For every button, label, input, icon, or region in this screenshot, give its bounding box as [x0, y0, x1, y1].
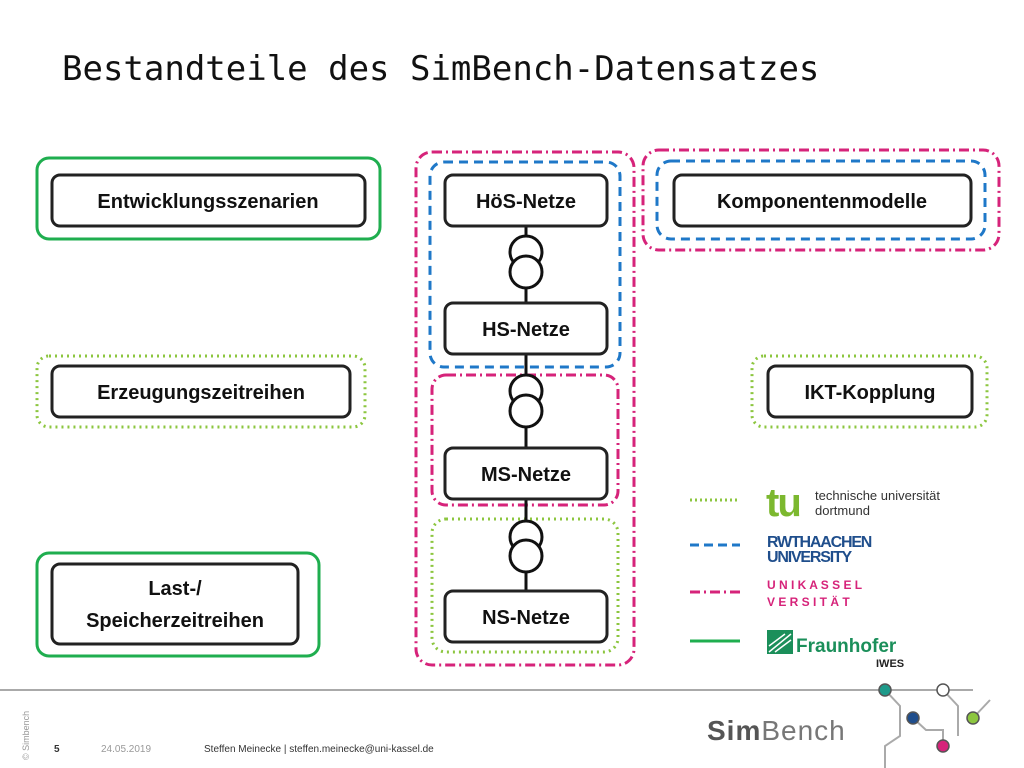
- tu-name-line1: technische universität: [815, 488, 940, 503]
- rwth-aachen-logo: RWTHAACHEN UNIVERSITY: [767, 534, 873, 566]
- network-node-icon: [966, 711, 980, 725]
- green-solid-frame-entwicklung: [35, 156, 382, 241]
- footer-copyright: © Simbench: [21, 711, 31, 760]
- label-komponentenmodelle: Komponentenmodelle: [717, 191, 927, 213]
- magenta-dashdot-frame-komponenten: [641, 148, 1001, 252]
- label-ikt-kopplung: IKT-Kopplung: [804, 382, 935, 404]
- magenta-dashdot-frame-outer: [414, 150, 636, 667]
- simbench-network-logo: [855, 683, 991, 768]
- label-ms-netze: MS-Netze: [481, 464, 571, 486]
- box-ikt-kopplung: [766, 364, 974, 419]
- green-solid-frame-last: [35, 551, 321, 658]
- box-last-speicherzeitreihen: [50, 562, 300, 646]
- footer-date: 24.05.2019: [101, 744, 151, 755]
- blue-dashed-frame-komponenten: [655, 159, 987, 241]
- network-node-icon: [906, 711, 920, 725]
- network-node-icon: [936, 683, 950, 697]
- box-erzeugungszeitreihen: [50, 364, 352, 419]
- uni-kassel-logo: U N I K A S S E L V E R S I T Ä T: [767, 578, 862, 609]
- blue-dashed-frame-hoes-hs: [428, 160, 622, 369]
- label-erzeugungszeitreihen: Erzeugungszeitreihen: [97, 382, 305, 404]
- footer-page-number: 5: [54, 744, 60, 755]
- transformer-icon: [508, 519, 544, 574]
- box-ns-netze: [443, 589, 609, 644]
- label-last-line2: Speicherzeitreihen: [86, 610, 264, 632]
- network-node-icon: [936, 739, 950, 753]
- fraunhofer-iwes-logo: Fraunhofer IWES: [767, 630, 904, 670]
- kassel-name-line2: V E R S I T Ä T: [767, 594, 850, 609]
- box-komponentenmodelle: [672, 173, 973, 228]
- label-hs-netze: HS-Netze: [482, 319, 570, 341]
- green-dotted-frame-ikt: [750, 354, 989, 429]
- box-entwicklungsszenarien: [50, 173, 367, 228]
- box-hoes-netze: [443, 173, 609, 228]
- simbench-wordmark-bench: Bench: [761, 715, 845, 746]
- label-ns-netze: NS-Netze: [482, 607, 570, 629]
- rwth-name-line2: UNIVERSITY: [767, 549, 853, 566]
- simbench-wordmark: SimBench: [707, 715, 846, 746]
- label-entwicklungsszenarien: Entwicklungsszenarien: [97, 191, 318, 213]
- label-last-line1: Last-/: [148, 578, 202, 600]
- tu-logo-mark: tu: [766, 481, 800, 525]
- transformer-icon: [508, 234, 544, 290]
- box-ms-netze: [443, 446, 609, 501]
- kassel-name-line1: U N I K A S S E L: [767, 578, 862, 592]
- rwth-name-line1: RWTHAACHEN: [767, 534, 872, 551]
- page-title: Bestandteile des SimBench-Datensatzes: [62, 49, 819, 89]
- fraunhofer-name: Fraunhofer: [796, 636, 897, 657]
- green-dotted-frame-erzeugung: [35, 354, 367, 429]
- footer-author: Steffen Meinecke | steffen.meinecke@uni-…: [204, 744, 434, 755]
- label-hoes-netze: HöS-Netze: [476, 191, 576, 213]
- box-hs-netze: [443, 301, 609, 356]
- simbench-wordmark-sim: Sim: [707, 715, 761, 746]
- tu-dortmund-logo: tu technische universität dortmund: [766, 481, 940, 525]
- tu-name-line2: dortmund: [815, 503, 870, 518]
- fraunhofer-iwes: IWES: [876, 658, 904, 670]
- network-node-icon: [878, 683, 892, 697]
- transformer-icon: [508, 373, 544, 429]
